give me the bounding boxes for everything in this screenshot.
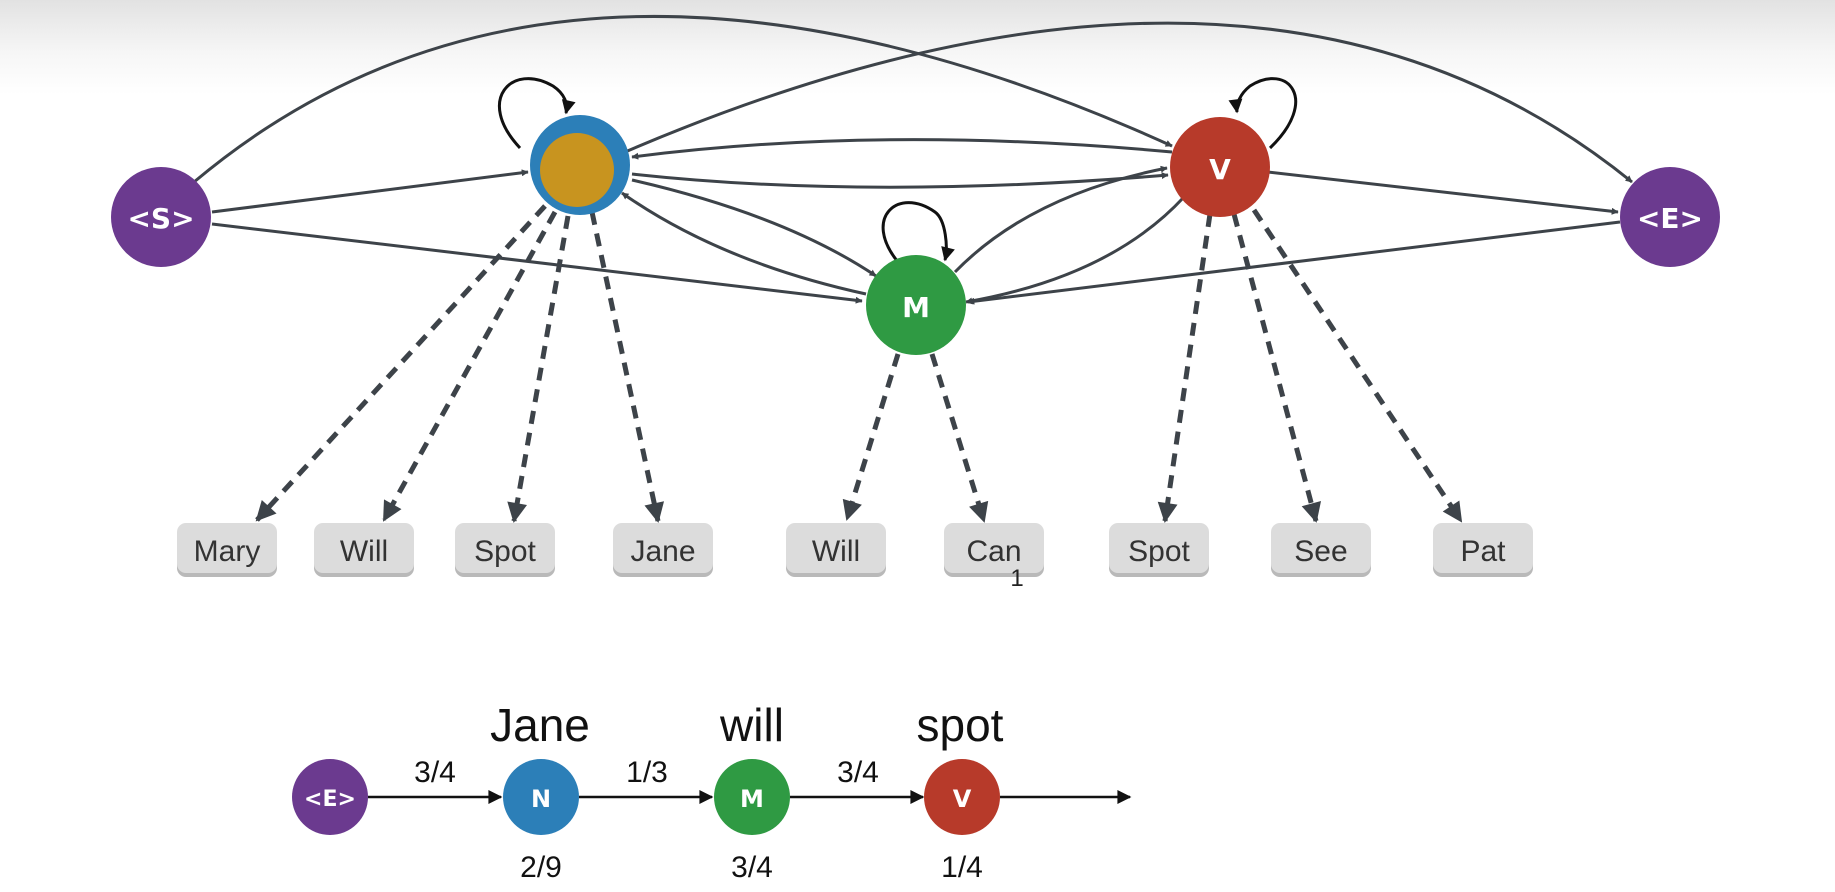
transition-edges [193, 14, 1633, 305]
emission-noun-jane [589, 211, 665, 523]
word-box-spot-verb: Spot [1109, 523, 1209, 577]
state-start: <S> [111, 167, 211, 267]
edge-end-to-modal [967, 220, 1621, 305]
word-label: Jane [630, 535, 695, 568]
word-box-can: Can [944, 523, 1044, 577]
edge-noun-to-modal [631, 178, 877, 278]
self-loop-noun [497, 77, 576, 150]
word-label: Will [340, 535, 388, 568]
state-start-label: <S> [127, 202, 194, 235]
edge-modal-to-noun [621, 191, 867, 296]
edge-start-to-modal [211, 222, 863, 304]
seq-word-jane: Jane [490, 699, 590, 751]
seq-noun-node: N [503, 759, 579, 835]
edge-start-to-noun [211, 169, 529, 214]
seq-verb-label: V [953, 785, 972, 813]
emission-prob-modal: 3/4 [731, 851, 773, 884]
word-label: Spot [1128, 535, 1190, 568]
emission-verb-spot [1157, 213, 1213, 523]
state-end-label: <E> [1637, 202, 1703, 235]
edge-verb-to-noun [631, 138, 1173, 160]
seq-start-label: <E> [304, 787, 356, 812]
word-label: Can [966, 535, 1021, 568]
transition-prob-start-noun: 3/4 [414, 756, 456, 789]
emission-noun-spot [507, 215, 571, 523]
state-modal: M [866, 255, 966, 355]
seq-word-spot: spot [917, 699, 1004, 751]
word-box-see: See [1271, 523, 1371, 577]
word-label: See [1294, 535, 1347, 568]
emission-modal-will [842, 353, 901, 521]
top-gradient [0, 0, 1835, 95]
edge-verb-to-modal [965, 195, 1186, 305]
seq-modal-label: M [740, 785, 764, 813]
word-label: Mary [194, 535, 261, 568]
edge-modal-to-verb [953, 165, 1168, 274]
word-box-mary: Mary [177, 523, 277, 577]
edge-start-to-verb [193, 14, 1173, 184]
state-verb: V [1170, 117, 1270, 217]
emission-prob-verb: 1/4 [941, 851, 983, 884]
self-loop-verb [1228, 77, 1298, 150]
seq-word-will: will [719, 699, 784, 751]
emission-noun-mary [255, 204, 547, 522]
edge-noun-to-end [624, 21, 1633, 184]
state-verb-label: V [1209, 153, 1231, 186]
word-box-pat: Pat [1433, 523, 1533, 577]
decoded-sequence: <E> N M V Jane will spot 3/4 1/3 3/4 2/9… [292, 699, 1132, 884]
seq-noun-label: N [531, 785, 551, 813]
transition-prob-noun-modal: 1/3 [626, 756, 668, 789]
word-box-spot: Spot [455, 523, 555, 577]
transition-prob-modal-verb: 3/4 [837, 756, 879, 789]
emission-verb-see [1231, 213, 1322, 523]
self-loops [497, 77, 1298, 263]
word-label: Pat [1460, 535, 1506, 568]
word-box-jane: Jane [613, 523, 713, 577]
word-label: Will [812, 535, 860, 568]
seq-verb-node: V [924, 759, 1000, 835]
word-box-will: Will [314, 523, 414, 577]
emission-modal-can [929, 353, 989, 523]
emission-prob-noun: 2/9 [520, 851, 562, 884]
word-label: Spot [474, 535, 536, 568]
word-box-will-modal: Will [786, 523, 886, 577]
state-end: <E> [1620, 167, 1720, 267]
edge-noun-to-verb [631, 172, 1169, 189]
seq-modal-node: M [714, 759, 790, 835]
seq-start-node: <E> [292, 759, 368, 835]
stray-mark: 1 [1010, 565, 1023, 592]
emission-noun-will [381, 210, 558, 522]
emission-edges [255, 204, 1464, 523]
self-loop-modal [881, 201, 955, 263]
word-boxes: Mary Will Spot Jane Will Can [177, 523, 1533, 592]
edge-verb-to-end [1267, 170, 1619, 215]
state-noun [530, 115, 630, 215]
state-modal-label: M [902, 291, 930, 324]
emission-verb-pat [1251, 208, 1464, 523]
